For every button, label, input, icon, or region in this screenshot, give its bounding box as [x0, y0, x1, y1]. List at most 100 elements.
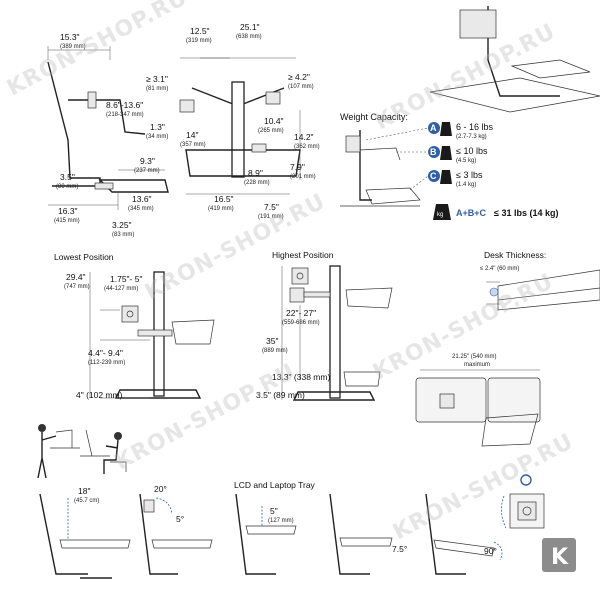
dim-top-2-sub: (638 mm)	[236, 34, 262, 40]
dim-top-12: 8.9"	[248, 168, 263, 178]
highest-shelf	[343, 371, 381, 387]
dim-top-0-sub: (389 mm)	[60, 44, 86, 50]
letter-b-marker	[428, 146, 440, 158]
letter-b: B	[430, 147, 437, 157]
motion-4-tray	[339, 537, 393, 547]
dim-top-18: 3.25"	[112, 220, 132, 230]
motion-label-0-sub: (45.7 cm)	[74, 498, 99, 504]
dim-top-13-sub: (89 mm)	[56, 184, 78, 190]
watermark-5: KRON-SHOP.RU	[111, 359, 300, 475]
dim-top-11-sub: (201 mm)	[290, 174, 316, 180]
weight-total-value: ≤ 31 lbs (14 kg)	[494, 208, 558, 218]
dim-top-5: 8.6"-13.6"	[106, 100, 143, 110]
highest-keyboard-tray	[345, 287, 393, 309]
dim-top-17: 7.5"	[264, 202, 279, 212]
motion-sequence: LCD and Laptop Tray 18" (45.7 cm) 20° 5°…	[39, 474, 545, 579]
lowest-vesa-hole	[126, 310, 134, 318]
letter-a: A	[430, 123, 437, 133]
desk-title: Desk Thickness:	[484, 250, 546, 260]
rotation-arc	[501, 495, 507, 529]
ergonomic-users	[37, 424, 127, 479]
weight-title: Weight Capacity:	[340, 112, 408, 122]
weight-b-value: ≤ 10 lbs	[456, 146, 488, 156]
lowest-dim-2-sub: (112-239 mm)	[88, 360, 125, 366]
weight-a-value: 6 - 16 lbs	[456, 122, 494, 132]
lowest-dim-0: 29.4"	[66, 272, 86, 282]
motion-2-monitor	[143, 499, 155, 513]
desk-top-view-tray	[481, 413, 539, 447]
dim-top-14-sub: (345 mm)	[128, 206, 154, 212]
lowest-dim-2: 4.4"- 9.4"	[88, 348, 123, 358]
desk-edge	[497, 287, 600, 301]
standing-user-body	[37, 432, 57, 479]
motion-5-pole	[425, 493, 466, 575]
top-dimension-view: 15.3" (389 mm) 12.5" (319 mm) 25.1" (638…	[47, 22, 320, 238]
lowest-arm	[137, 329, 173, 337]
dim-top-2: 25.1"	[240, 22, 260, 32]
dim-top-10-sub: (237 mm)	[134, 168, 160, 174]
weight-pole	[359, 130, 372, 201]
lowest-vesa	[121, 305, 139, 323]
highest-title: Highest Position	[272, 250, 334, 260]
dim-top-0: 15.3"	[60, 32, 80, 42]
dim-top-4: ≥ 4.2"	[288, 72, 310, 82]
lowest-dim-3: 4" (102 mm)	[76, 390, 123, 400]
front-vesa-right	[265, 91, 281, 105]
shop-logo-badge	[542, 538, 576, 572]
weight-total-letters: A+B+C	[456, 208, 487, 218]
weight-c-sub: (1.4 kg)	[456, 182, 476, 188]
letter-a-marker	[428, 122, 440, 134]
lowest-dim-0-sub: (747 mm)	[64, 284, 90, 290]
motion-label-3-sub: (127 mm)	[268, 518, 294, 524]
dim-top-7-sub: (357 mm)	[180, 142, 206, 148]
weight-icon-c	[440, 170, 452, 184]
dim-top-5-sub: (218-347 mm)	[106, 112, 144, 118]
letter-c-marker	[428, 170, 440, 182]
lowest-dim-1: 1.75"- 5"	[110, 274, 143, 284]
lowest-dim-1-sub: (44-127 mm)	[104, 286, 138, 292]
motion-5-tilt-arc	[493, 541, 503, 561]
weight-icon-a	[440, 122, 452, 136]
motion-label-1: 20°	[154, 484, 167, 494]
weight-icon-b	[440, 146, 452, 160]
dim-top-16-sub: (419 mm)	[208, 206, 234, 212]
desk-value: ≤ 2.4" (60 mm)	[480, 266, 519, 272]
sitting-workstation	[80, 429, 127, 472]
desk-top-view-right	[487, 377, 541, 423]
weight-tray-c	[365, 187, 421, 205]
dim-top-16: 16.5"	[214, 194, 234, 204]
iso-keyboard	[510, 59, 591, 79]
dim-top-6-sub: (34 mm)	[146, 134, 168, 140]
front-vesa-left	[179, 99, 195, 113]
highest-vesa	[291, 267, 309, 285]
highest-dim-0-sub: (559-686 mm)	[282, 320, 320, 326]
dim-top-15-sub: (415 mm)	[54, 218, 80, 224]
letter-c: C	[430, 171, 437, 181]
iso-desk	[429, 77, 600, 113]
desk-width-sub: maximum	[464, 362, 490, 368]
motion-3-tray	[245, 525, 297, 535]
tray-title: LCD and Laptop Tray	[234, 480, 316, 490]
dim-top-17-sub: (191 mm)	[258, 214, 284, 220]
front-pole	[231, 81, 245, 178]
isometric-product	[429, 6, 600, 113]
motion-1-tray	[59, 539, 131, 549]
desk-clamp-side	[94, 182, 114, 190]
motion-5-tray	[433, 539, 495, 557]
front-mouse-tray	[251, 143, 267, 153]
highest-pole	[329, 265, 341, 399]
highest-dim-0: 22"- 27"	[286, 308, 316, 318]
weight-monitor-a	[345, 135, 361, 153]
motion-label-3: 5"	[270, 506, 278, 516]
highest-dim-3: 3.5" (89 mm)	[256, 390, 305, 400]
dim-top-18-sub: (83 mm)	[112, 232, 134, 238]
weight-a-sub: (2.7-7.3 kg)	[456, 134, 487, 140]
watermark-6: KRON-SHOP.RU	[389, 429, 578, 545]
desk-clamp-icon	[489, 287, 499, 297]
side-profile-left	[47, 61, 101, 187]
iso-monitor	[459, 9, 497, 39]
weight-icon-total	[433, 204, 451, 220]
highest-dim-2: 13.3" (338 mm)	[272, 372, 330, 382]
